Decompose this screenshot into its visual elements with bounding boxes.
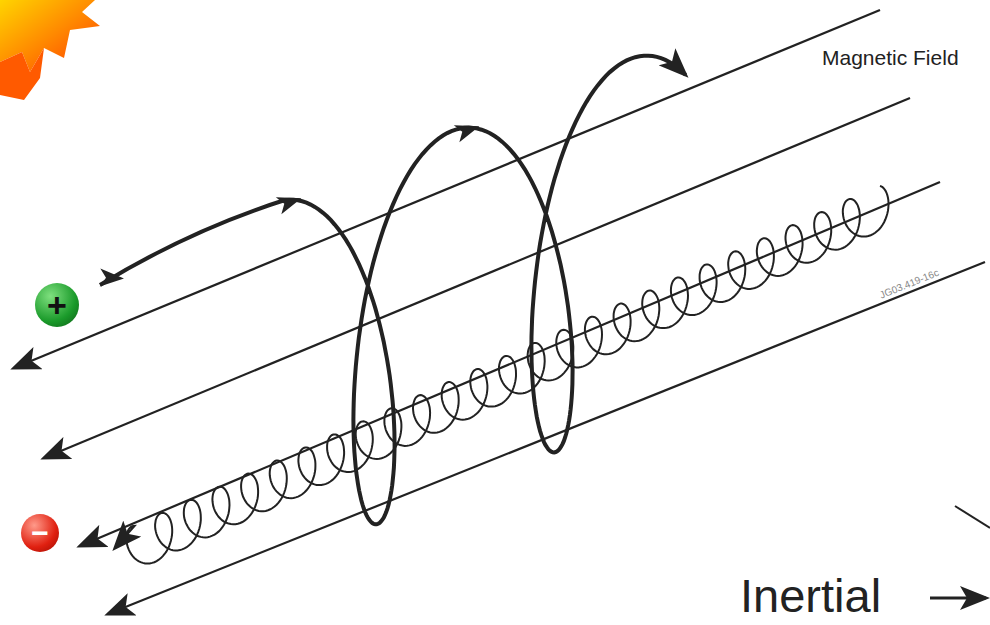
inertial-label: Inertial <box>740 568 881 623</box>
charge-sign: + <box>47 288 67 322</box>
direction-arrowhead <box>276 190 304 215</box>
charge-circle: + <box>35 283 79 327</box>
direction-arrowhead <box>454 118 482 143</box>
magnetic-field-line <box>14 10 880 368</box>
offscreen-arrow <box>955 506 990 528</box>
inertial-arrow <box>930 597 986 600</box>
magnetic-field-line <box>44 98 910 458</box>
ion-gyration-path <box>100 56 686 525</box>
electron-gyration-path <box>115 186 889 564</box>
magnetic-field-line <box>80 182 940 546</box>
sun-flare <box>0 48 44 100</box>
magnetic-field-line <box>108 262 985 614</box>
direction-arrowhead <box>100 269 125 288</box>
charge-circle: − <box>21 514 59 552</box>
field-label: Magnetic Field <box>820 46 961 70</box>
charge-sign: − <box>31 518 49 548</box>
